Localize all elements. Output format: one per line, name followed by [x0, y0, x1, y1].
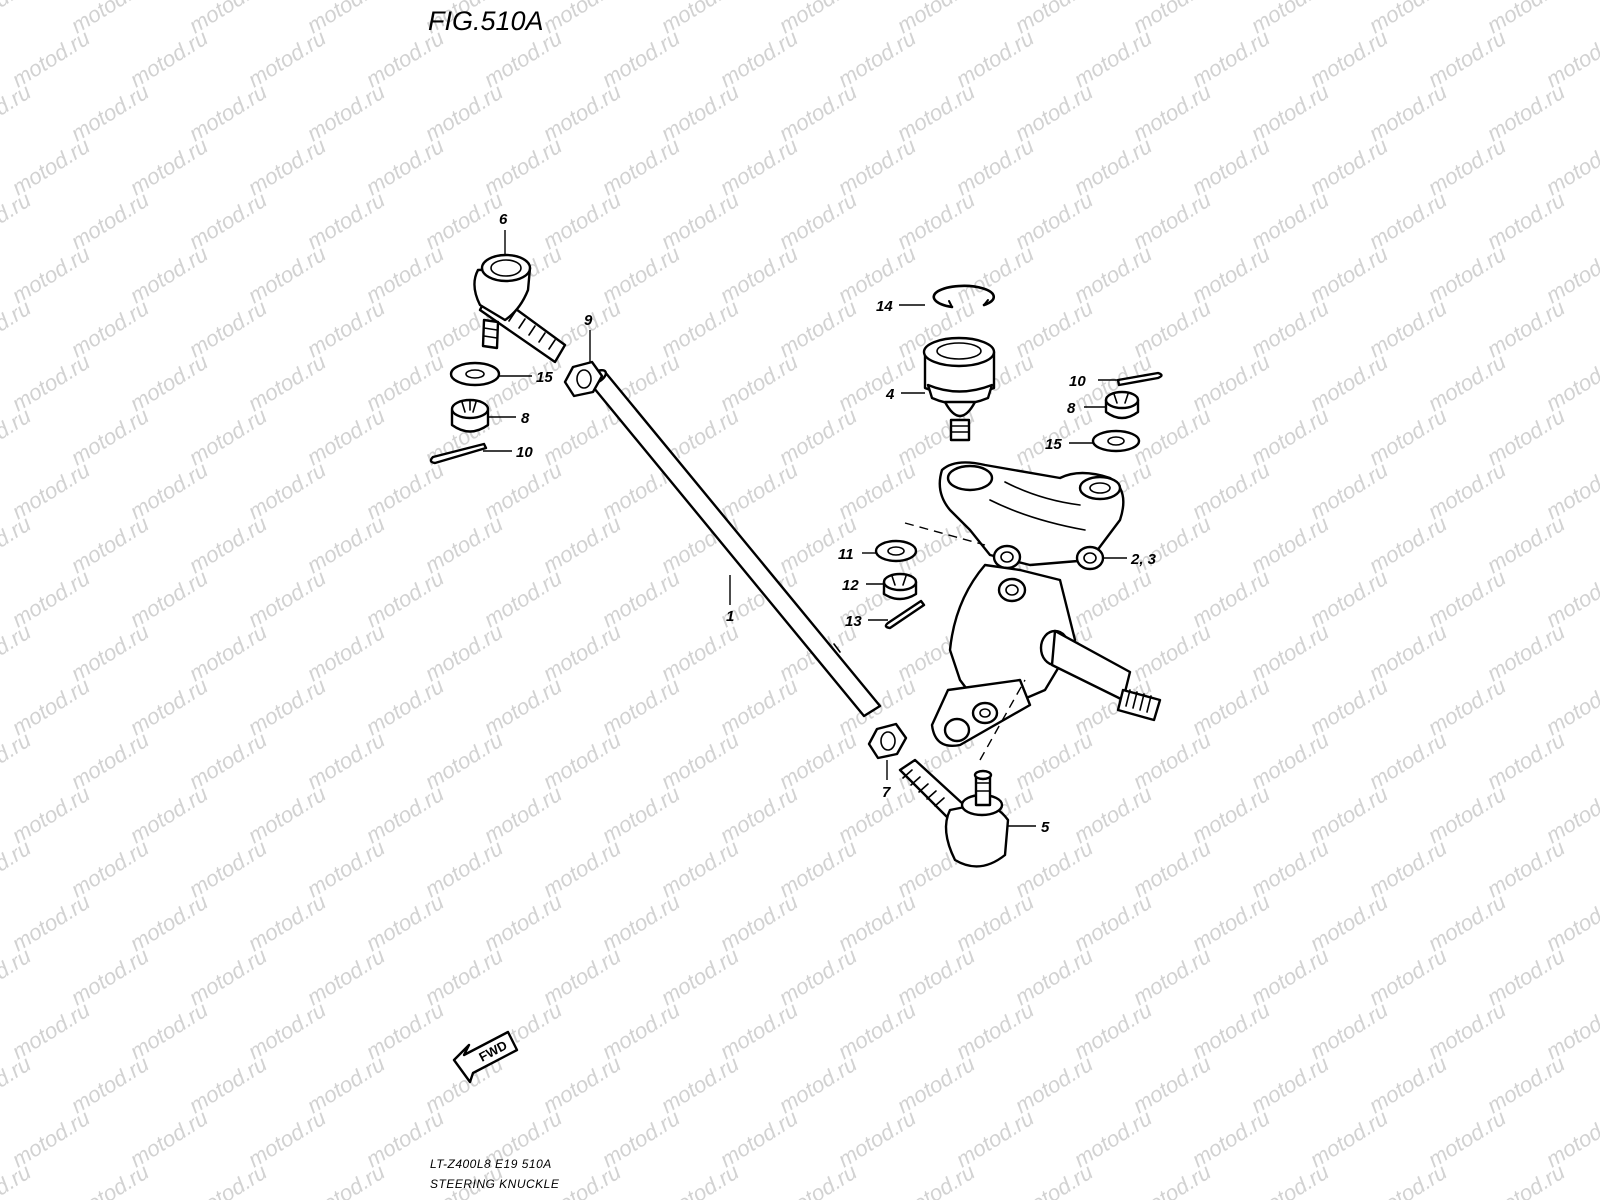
castle-nut-left — [450, 398, 490, 433]
washer-11 — [874, 539, 918, 563]
callout-8-right: 8 — [1067, 400, 1076, 417]
callout-1: 1 — [726, 608, 734, 625]
callout-12: 12 — [842, 577, 859, 594]
callout-14: 14 — [876, 298, 893, 315]
cotter-pin-left — [429, 442, 488, 465]
callout-8-left: 8 — [521, 410, 530, 427]
callout-15-left: 15 — [536, 369, 553, 386]
callout-10-left: 10 — [516, 444, 533, 461]
callout-11: 11 — [838, 546, 854, 563]
callout-2-3: 2, 3 — [1130, 551, 1157, 568]
washer-left — [449, 361, 501, 387]
callout-9: 9 — [584, 312, 593, 329]
circlip — [932, 284, 995, 309]
lock-nut-lower — [867, 722, 908, 760]
washer-right — [1091, 429, 1141, 453]
ball-joint — [922, 336, 996, 442]
nut-12 — [882, 572, 918, 601]
callout-6: 6 — [499, 211, 508, 228]
callout-layer: 6 9 15 8 10 1 14 4 10 8 15 2, 3 — [483, 211, 1157, 836]
cotter-pin-13 — [884, 599, 926, 630]
steering-knuckle — [930, 461, 1162, 747]
figure-title: FIG.510A — [428, 6, 544, 36]
callout-7: 7 — [882, 784, 891, 801]
lock-nut-upper — [563, 360, 604, 398]
model-code: LT-Z400L8 E19 510A — [430, 1157, 552, 1171]
callout-15-right: 15 — [1045, 436, 1062, 453]
tie-rod-end-upper — [473, 253, 567, 364]
castle-nut-right — [1104, 390, 1140, 420]
tie-rod-end-lower — [898, 758, 1010, 868]
callout-4: 4 — [885, 386, 895, 403]
callout-10-right: 10 — [1069, 373, 1086, 390]
callout-13: 13 — [845, 613, 862, 630]
section-name: STEERING KNUCKLE — [430, 1177, 560, 1191]
cotter-pin-right — [1116, 371, 1163, 387]
assembly-line-lower — [979, 679, 1026, 761]
callout-5: 5 — [1041, 819, 1050, 836]
